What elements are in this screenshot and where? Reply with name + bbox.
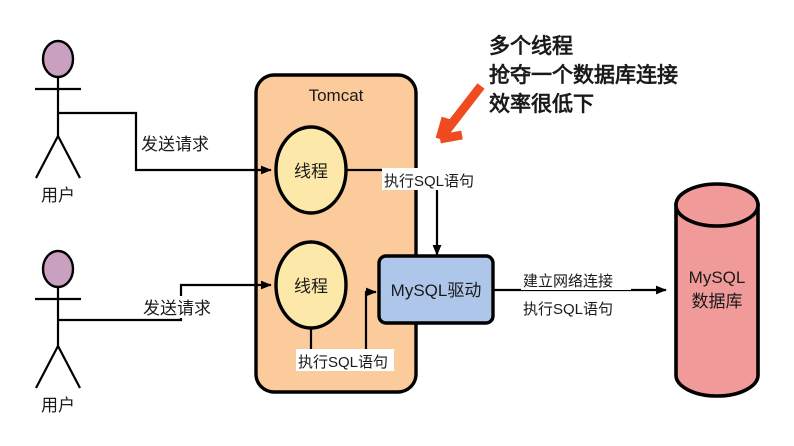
actor-head-icon [41, 39, 75, 79]
actor-user-bottom: 用户 [35, 249, 81, 415]
annotation-arrow-icon [435, 83, 485, 144]
edge-request-top-label: 发送请求 [141, 135, 209, 154]
thread-top-label: 线程 [294, 162, 328, 181]
edge-sql-bottom-label: 执行SQL语句 [298, 354, 388, 371]
edge-request-bottom: 发送请求 [58, 280, 272, 322]
edge-sql-top-label: 执行SQL语句 [384, 173, 474, 190]
annotation-callout: 多个线程 抢夺一个数据库连接 效率很低下 [435, 34, 678, 144]
edge-sql-bottom-label-bg [296, 349, 394, 371]
edge-network-label-line2: 执行SQL语句 [523, 301, 613, 318]
actor-right-leg-line [57, 135, 81, 179]
annotation-line2: 抢夺一个数据库连接 [489, 63, 678, 87]
actor-user-top: 用户 [35, 39, 81, 205]
edge-network-connection: 建立网络连接 执行SQL语句 [493, 268, 667, 318]
edge-request-bottom-label-bg [140, 296, 222, 318]
thread-bottom: 线程 [274, 240, 348, 330]
edge-sql-bottom: 执行SQL语句 [296, 287, 394, 371]
actor-left-leg-line [35, 135, 59, 179]
edge-request-top-line [58, 111, 272, 175]
edge-sql-top: 执行SQL语句 [346, 168, 480, 256]
edge-network-label-line1: 建立网络连接 [523, 273, 613, 290]
edge-sql-bottom-riser [364, 287, 377, 360]
edge-sql-top-label-bg [382, 168, 480, 190]
actor-left-leg-line [35, 345, 59, 389]
edge-network-label-bg-1 [521, 268, 631, 290]
mysql-driver-label: MySQL驱动 [391, 281, 482, 300]
database-cylinder-top [674, 182, 760, 228]
mysql-database-node: MySQL 数据库 [674, 182, 760, 398]
actor-user-top-label: 用户 [41, 186, 75, 205]
edge-request-top: 发送请求 [58, 111, 272, 175]
thread-bottom-label: 线程 [294, 277, 328, 296]
actor-right-leg-line [57, 345, 81, 389]
database-label-line2: 数据库 [692, 292, 743, 311]
annotation-line3: 效率很低下 [489, 92, 594, 116]
tomcat-container: Tomcat [254, 73, 418, 394]
tomcat-box [254, 73, 418, 394]
edge-request-top-label-bg [138, 132, 218, 154]
annotation-line1: 多个线程 [489, 34, 573, 58]
database-label-line1: MySQL [689, 268, 746, 287]
actor-user-bottom-label: 用户 [41, 396, 75, 415]
mysql-driver-node: MySQL驱动 [377, 254, 495, 325]
database-cylinder-body [674, 203, 760, 398]
edge-request-bottom-label: 发送请求 [143, 299, 211, 318]
thread-top: 线程 [274, 125, 348, 215]
actor-head-icon [41, 249, 75, 289]
tomcat-title: Tomcat [309, 86, 364, 105]
